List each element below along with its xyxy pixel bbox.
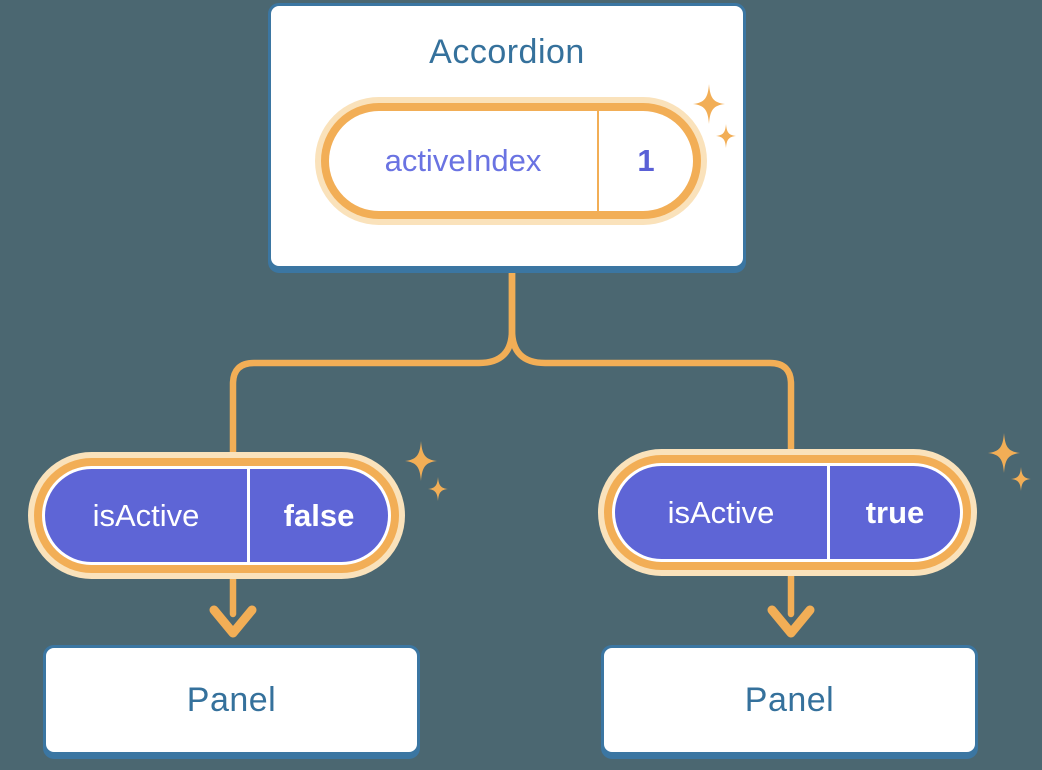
arrow-down-icon xyxy=(767,605,815,638)
arrow-down-icon xyxy=(209,605,257,638)
accordion-card: Accordion activeIndex 1 xyxy=(268,3,746,269)
panel-card-right: Panel xyxy=(601,645,978,755)
state-pill-glow: activeIndex 1 xyxy=(315,97,707,225)
pill-divider xyxy=(827,466,830,559)
pill-divider xyxy=(247,469,250,562)
prop-pill-border: isActive true xyxy=(604,455,971,570)
connector-right xyxy=(508,268,795,618)
prop-value: true xyxy=(865,494,925,530)
panel-card-left: Panel xyxy=(43,645,420,755)
accordion-title: Accordion xyxy=(429,33,585,71)
panel-title: Panel xyxy=(744,680,835,719)
state-pill-border: activeIndex 1 xyxy=(321,103,701,219)
prop-pill-ring: isActive false xyxy=(42,466,391,565)
pill-divider xyxy=(597,111,599,211)
connector-left xyxy=(229,268,516,618)
prop-pill-border: isActive false xyxy=(34,458,399,573)
panel-title: Panel xyxy=(186,680,277,719)
state-name: activeIndex xyxy=(384,143,542,178)
prop-name: isActive xyxy=(667,494,775,530)
prop-value: false xyxy=(283,497,355,533)
state-pill: activeIndex 1 xyxy=(315,97,707,225)
prop-pill-false: isActive false xyxy=(28,452,405,579)
prop-pill-true: isActive true xyxy=(598,449,977,576)
prop-name: isActive xyxy=(92,497,200,533)
prop-pill-ring: isActive true xyxy=(612,463,963,562)
state-value: 1 xyxy=(637,143,655,178)
